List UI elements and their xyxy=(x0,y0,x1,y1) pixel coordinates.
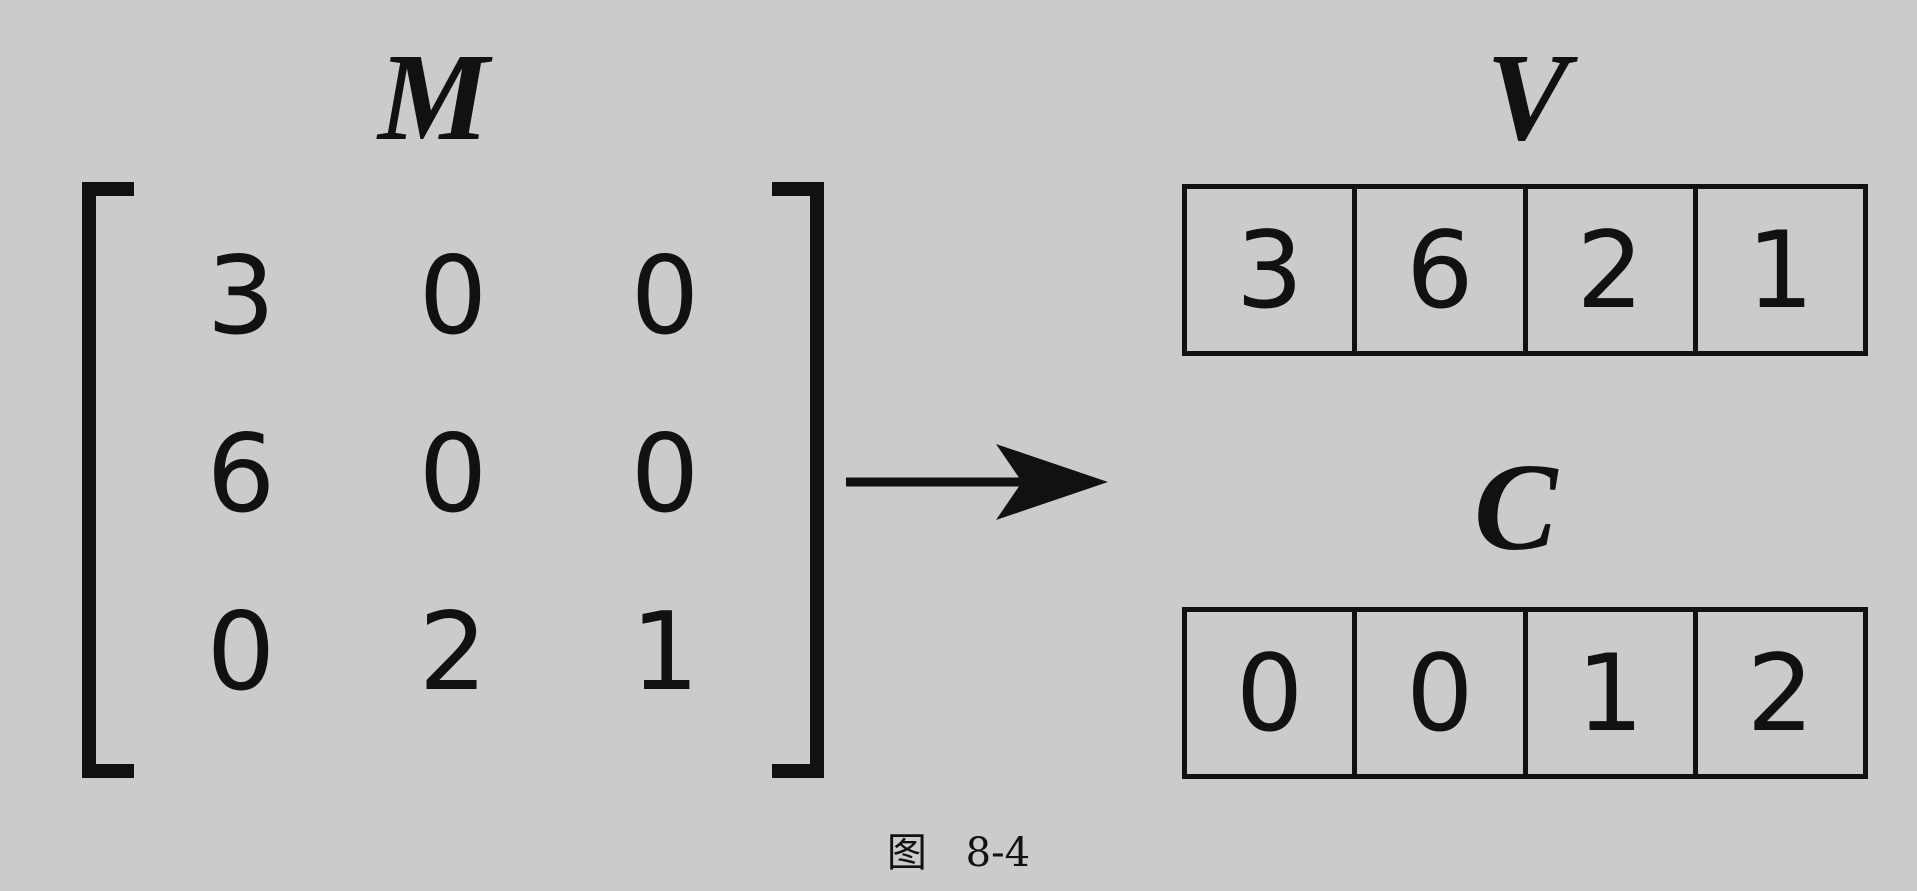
columns-array-cell: 0 xyxy=(1235,631,1304,755)
left-bracket xyxy=(82,182,134,778)
matrix-cell: 0 xyxy=(418,234,488,359)
columns-array-cell: 0 xyxy=(1352,612,1522,774)
values-array-cell: 1 xyxy=(1692,189,1863,351)
figure-caption: 图 8-4 xyxy=(886,830,1031,876)
matrix-label: M xyxy=(378,29,490,167)
matrix-cell: 0 xyxy=(630,412,700,537)
columns-array-cell: 1 xyxy=(1522,612,1693,774)
matrix-cell: 6 xyxy=(206,412,276,537)
columns-array-cell: 2 xyxy=(1692,612,1863,774)
values-array: 3 6 2 1 xyxy=(1182,184,1868,356)
values-array-label: V xyxy=(1486,29,1570,167)
columns-array: 0 0 1 2 xyxy=(1182,607,1868,779)
matrix-cell: 0 xyxy=(418,412,488,537)
matrix-cell: 1 xyxy=(630,590,700,715)
right-bracket xyxy=(772,182,824,778)
right-arrow-icon xyxy=(846,444,1108,520)
values-array-cell: 2 xyxy=(1522,189,1693,351)
matrix-cell: 0 xyxy=(206,590,276,715)
values-array-cell: 6 xyxy=(1352,189,1522,351)
matrix-cell: 3 xyxy=(206,234,276,359)
matrix-cell: 0 xyxy=(630,234,700,359)
matrix-cell: 2 xyxy=(418,590,488,715)
values-array-cell: 3 xyxy=(1235,208,1304,332)
columns-array-label: C xyxy=(1474,439,1558,577)
